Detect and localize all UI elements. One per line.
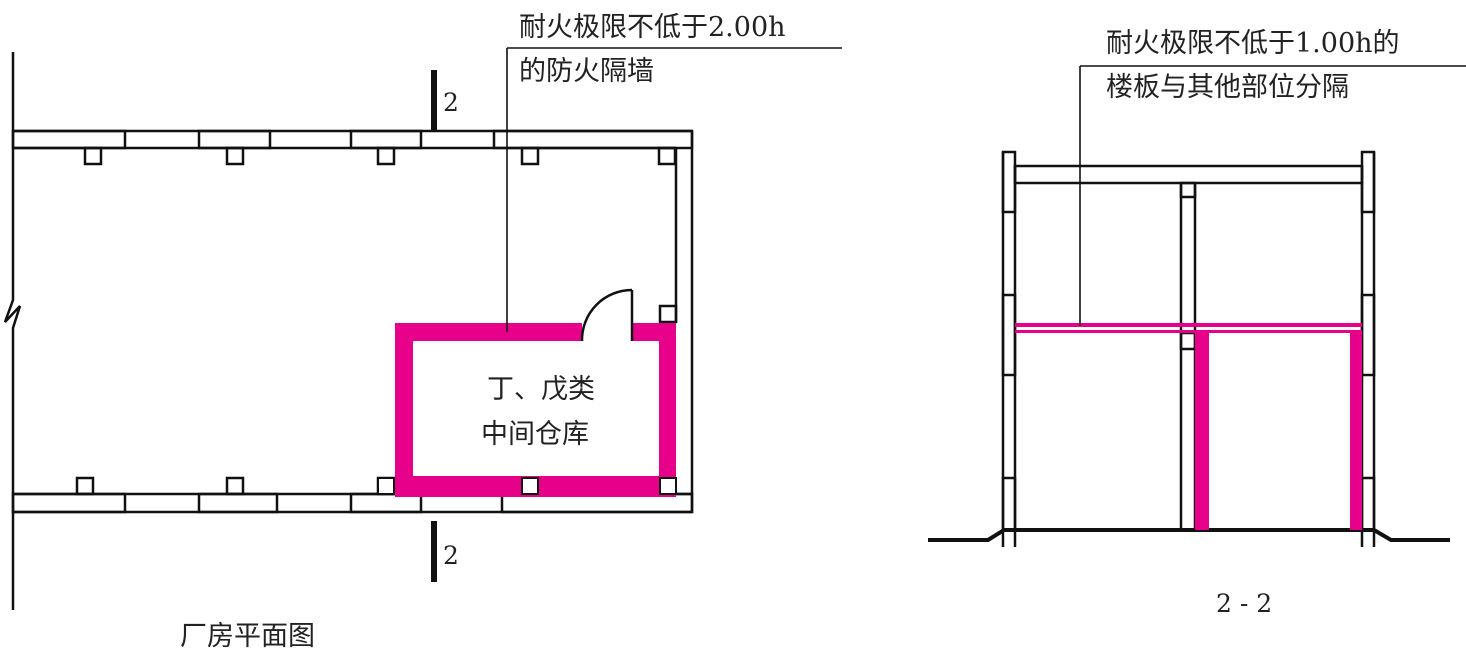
fire-rated-floor-slab xyxy=(1015,323,1362,327)
wall-label-line2: 的防火隔墙 xyxy=(519,56,654,87)
factory-floor-plan xyxy=(3,52,694,610)
plan-break-line xyxy=(3,52,22,610)
roof-slab xyxy=(1013,164,1364,185)
column-mark xyxy=(520,146,540,166)
column-mark xyxy=(225,476,245,496)
top-wall-segment xyxy=(11,129,127,150)
plan-right-wall xyxy=(658,131,694,513)
column-mark xyxy=(225,146,245,166)
bottom-wall-segment xyxy=(197,492,279,514)
column-mark xyxy=(657,146,677,166)
top-wall-segment xyxy=(349,129,423,150)
fire-rated-wall-right xyxy=(1350,333,1362,530)
column-mark xyxy=(377,477,395,495)
wall-label-line1: 耐火极限不低于2.00h xyxy=(519,12,786,43)
column-mark xyxy=(658,304,678,324)
door-swing xyxy=(580,288,634,342)
bottom-wall-segment xyxy=(11,492,127,514)
top-wall-segment xyxy=(492,129,694,150)
fire-rated-floor-and-walls xyxy=(1015,323,1362,530)
section-cut-mark-top: 2 xyxy=(431,70,459,131)
top-wall-segment xyxy=(197,129,272,150)
floor-label-line1: 耐火极限不低于1.00h的 xyxy=(1106,28,1400,59)
room-label-line1: 丁、戊类 xyxy=(487,374,595,405)
wall-label-leader xyxy=(506,47,842,332)
column-mark xyxy=(659,477,677,495)
column-mark xyxy=(83,146,103,166)
floor-label-line2: 楼板与其他部位分隔 xyxy=(1106,72,1349,103)
room-label-line2: 中间仓库 xyxy=(481,419,589,450)
column-mark xyxy=(75,476,95,496)
section-caption: 2 - 2 xyxy=(1216,589,1272,618)
floor-label-leader xyxy=(1079,65,1466,326)
section-mark-bottom-label: 2 xyxy=(443,541,459,570)
section-middle-column xyxy=(1179,181,1197,530)
fire-partition-wall xyxy=(377,323,677,497)
section-left-wall xyxy=(1001,150,1017,547)
fire-rated-wall-left xyxy=(1195,333,1209,530)
plan-top-wall xyxy=(11,129,694,166)
section-right-wall xyxy=(1360,150,1376,547)
section-cut-mark-bottom: 2 xyxy=(431,521,459,582)
plan-caption: 厂房平面图 xyxy=(180,621,315,652)
section-mark-top-label: 2 xyxy=(443,88,459,117)
ground-line xyxy=(928,528,1450,542)
column-mark xyxy=(521,477,539,495)
section-2-2 xyxy=(928,150,1450,547)
column-mark xyxy=(376,146,396,166)
